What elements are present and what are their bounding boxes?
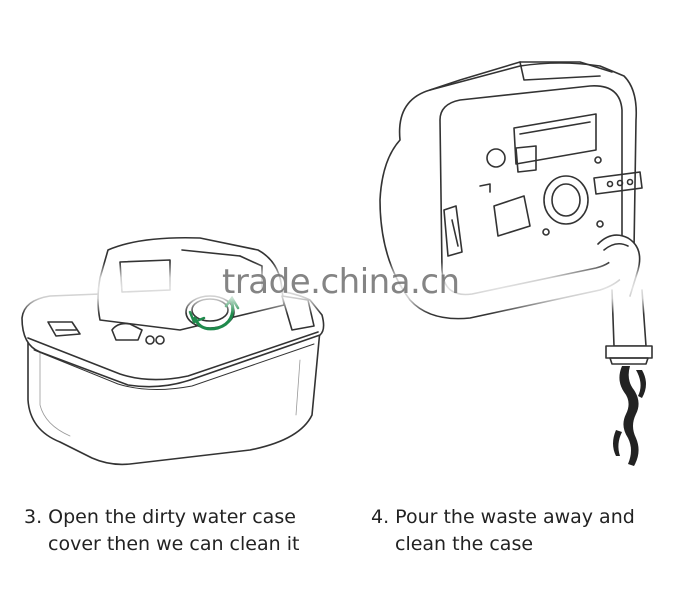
illustration [21, 61, 653, 466]
step-3-caption: 3. Open the dirty water case cover then … [24, 504, 299, 558]
watermark-band [0, 262, 687, 314]
step-4-line-1: 4. Pour the waste away and [371, 506, 635, 528]
machine-pour-illustration [379, 61, 653, 365]
waste-drip-illustration [613, 366, 646, 466]
step-4-caption: 4. Pour the waste away and clean the cas… [371, 504, 635, 558]
step-3-line-2: cover then we can clean it [48, 533, 300, 555]
watermark-text: trade.china.cn [222, 262, 460, 302]
step-3-line-1: 3. Open the dirty water case [24, 506, 296, 528]
step-4-line-2: clean the case [395, 533, 534, 555]
